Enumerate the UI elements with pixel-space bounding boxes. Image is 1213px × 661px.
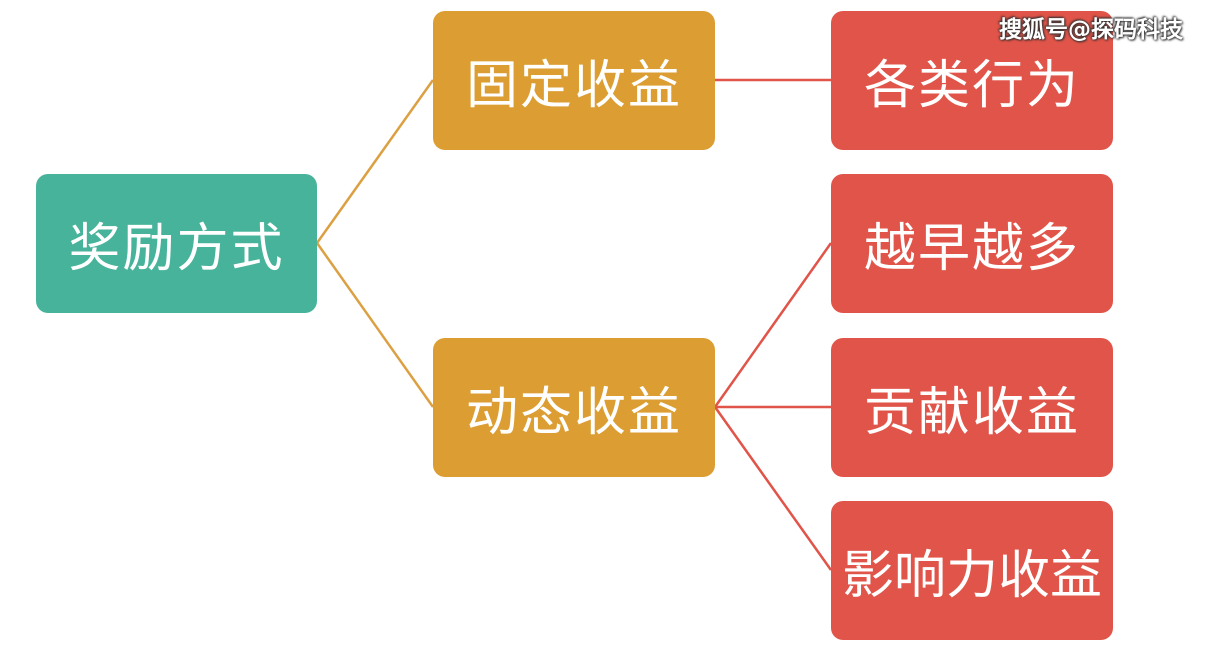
- watermark-text: 搜狐号@探码科技: [999, 17, 1183, 43]
- node-earlier-more: 越早越多: [831, 174, 1113, 313]
- node-various-behaviors: 各类行为: [831, 11, 1113, 150]
- node-reward-methods: 奖励方式: [36, 174, 317, 313]
- connector-dynamic-earlier: [713, 242, 833, 408]
- node-contribution-income: 贡献收益: [831, 338, 1113, 477]
- connector-root-fixed: [315, 79, 435, 244]
- node-fixed-income: 固定收益: [433, 11, 715, 150]
- node-influence-income: 影响力收益: [831, 501, 1113, 640]
- connector-root-dynamic: [315, 242, 435, 408]
- node-dynamic-income: 动态收益: [433, 338, 715, 477]
- connector-dynamic-influence: [713, 406, 833, 571]
